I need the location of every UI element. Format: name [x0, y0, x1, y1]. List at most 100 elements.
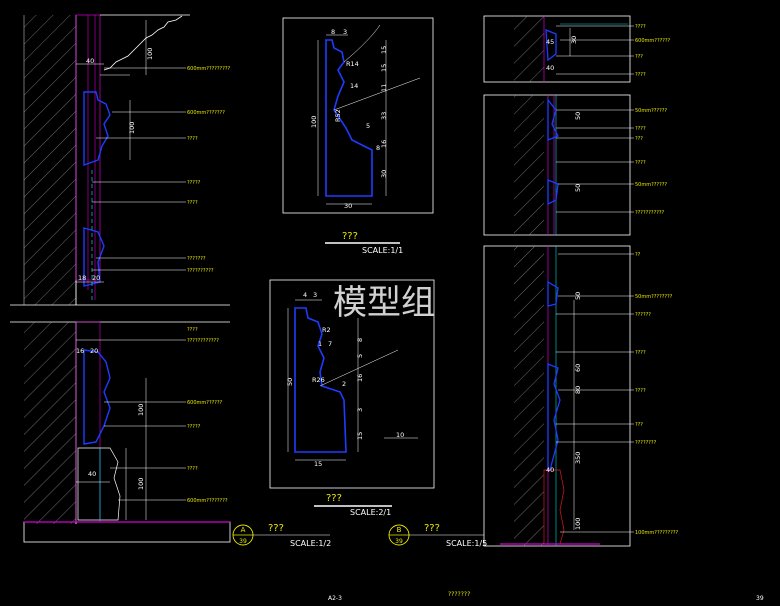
d11-small-5: 5 — [366, 122, 370, 130]
d21-r-lower: R26 — [312, 376, 325, 384]
d11-width: 30 — [344, 202, 352, 210]
d11-v4: 33 — [380, 112, 388, 120]
note-b-3: ??? — [635, 54, 643, 60]
detail-1-1: 8 3 R14 14 R52 5 8 30 100 15 15 11 33 16… — [282, 17, 434, 255]
note-b-12: 50mm???????? — [635, 294, 673, 300]
dim-100-low: 100 — [137, 404, 145, 416]
dim-18: 18 — [78, 274, 86, 282]
d11-v2: 15 — [380, 64, 388, 72]
dim-20b: 20 — [90, 347, 98, 355]
note-b-8: ???? — [635, 160, 646, 166]
d21-ref: 10 — [396, 431, 404, 439]
b-dim-40: 40 — [546, 64, 554, 72]
section-a-labels: 40 100 100 18 20 16 20 100 40 100 600mm?… — [76, 48, 331, 548]
note-b-13: ?????? — [635, 312, 651, 318]
d21-step: 1 — [318, 340, 322, 348]
note-a-upper-5: ???? — [187, 200, 198, 206]
d21-height: 50 — [286, 378, 294, 386]
note-a-upper-1: 600mm????????? — [187, 66, 231, 72]
d11-v3: 11 — [380, 84, 388, 92]
dim-40-low: 40 — [88, 470, 96, 478]
note-b-5: 50mm?????? — [635, 108, 667, 114]
note-a-lower-2: ???????????? — [187, 338, 219, 344]
footer-sheet-code: A2-3 — [328, 595, 342, 602]
note-b-9: 50mm?????? — [635, 182, 667, 188]
b-dim-80: 80 — [574, 386, 582, 394]
b-dim-60: 60 — [574, 364, 582, 372]
d21-width: 15 — [314, 460, 322, 468]
section-a-scale: SCALE:1/2 — [290, 539, 331, 548]
detail-1-1-profile — [325, 39, 373, 197]
dim-40-top: 40 — [86, 57, 94, 65]
dim-20: 20 — [92, 274, 100, 282]
note-a-upper-7: ?????????? — [187, 268, 214, 274]
dim-16: 16 — [76, 347, 84, 355]
detail-1-1-title: ??? — [342, 231, 358, 242]
note-a-upper-4: ????? — [187, 180, 201, 186]
d21-top-b: 3 — [313, 291, 317, 299]
section-b-labels: 45 30 40 50 50 50 60 80 350 40 100 ???? … — [388, 24, 679, 548]
d11-height: 100 — [310, 116, 318, 128]
b-dim-50c: 50 — [574, 292, 582, 300]
b-dim-45: 45 — [546, 38, 554, 46]
section-a — [10, 14, 231, 543]
skirting-profile — [77, 447, 121, 521]
d21-v1: 8 — [356, 338, 364, 342]
b-dim-50a: 50 — [574, 112, 582, 120]
marker-a-letter: A — [241, 526, 246, 534]
d21-step2: 7 — [328, 340, 332, 348]
b-dim-30: 30 — [570, 36, 578, 44]
dim-100-mid: 100 — [128, 122, 136, 134]
d11-small-8: 8 — [376, 144, 380, 152]
note-a-upper-2: 600mm??????? — [187, 110, 225, 116]
d21-top-a: 4 — [303, 291, 307, 299]
dim-100-top: 100 — [146, 48, 154, 60]
note-a-upper-6: ??????? — [187, 256, 206, 262]
panel-moulding-upper-base — [83, 227, 105, 287]
marker-a-sheet: 39 — [239, 538, 247, 545]
b-dim-50b: 50 — [574, 184, 582, 192]
note-a-lower-3: 600mm?????? — [187, 400, 223, 406]
b-dim-100: 100 — [574, 518, 582, 530]
wall-hatch-lower — [24, 322, 76, 524]
d11-top-b: 3 — [343, 28, 347, 36]
section-b-title: ??? — [424, 523, 440, 534]
d21-v5: 15 — [356, 432, 364, 440]
note-b-17: ???????? — [635, 440, 657, 446]
note-b-14: ???? — [635, 350, 646, 356]
detail-2-1-title: ??? — [326, 493, 342, 504]
wall-hatch-upper — [24, 15, 76, 305]
detail-2-1: 4 3 R2 1 7 R26 2 15 50 8 5 16 3 15 10 ??… — [269, 279, 435, 517]
d21-v3: 16 — [356, 374, 364, 382]
d11-v5: 16 — [380, 140, 388, 148]
note-a-lower-5: ???? — [187, 466, 198, 472]
detail-1-1-scale: SCALE:1/1 — [362, 246, 403, 255]
b-dim-40b: 40 — [546, 466, 554, 474]
note-a-lower-1: ???? — [187, 327, 198, 333]
d11-v6: 30 — [380, 170, 388, 178]
detail-1-1-frame — [282, 17, 434, 214]
note-b-16: ??? — [635, 422, 643, 428]
d11-top-a: 8 — [331, 28, 335, 36]
dim-100-base: 100 — [137, 478, 145, 490]
marker-b-sheet: 39 — [395, 538, 403, 545]
panel-moulding-lower — [83, 349, 111, 445]
note-a-upper-3: ???? — [187, 136, 198, 142]
d11-k1: 14 — [350, 82, 358, 90]
b-dim-350: 350 — [574, 452, 582, 464]
note-b-1: ???? — [635, 24, 646, 30]
d21-small-2: 2 — [342, 380, 346, 388]
d11-r-lower: R52 — [334, 109, 342, 122]
note-a-lower-6: 600mm???????? — [187, 498, 228, 504]
watermark-text: 模型组 — [333, 283, 435, 323]
marker-b-letter: B — [397, 526, 402, 534]
d21-r-upper: R2 — [322, 326, 331, 334]
section-b — [483, 15, 634, 547]
note-b-18: 100mm????????? — [635, 530, 679, 536]
d21-v4: 3 — [356, 408, 364, 412]
note-b-7: ??? — [635, 136, 643, 142]
section-b-scale: SCALE:1/5 — [446, 539, 487, 548]
note-b-11: ?? — [635, 252, 641, 258]
note-b-4: ???? — [635, 72, 646, 78]
note-a-lower-4: ????? — [187, 424, 201, 430]
